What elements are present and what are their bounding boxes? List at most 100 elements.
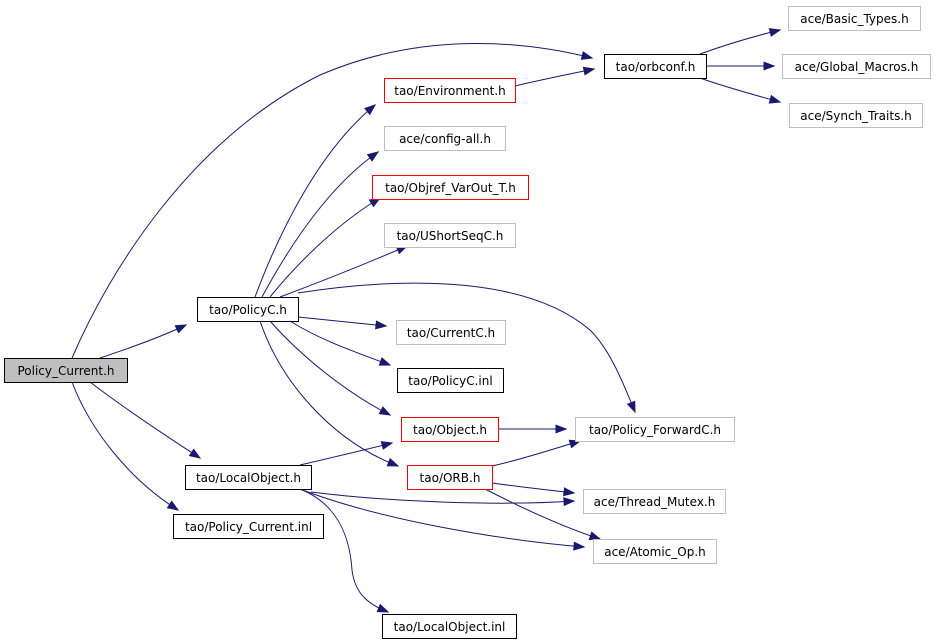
node-tao-object-h[interactable]: tao/Object.h [401,417,499,442]
arrowhead-icon [588,531,602,540]
node-box[interactable] [396,320,506,345]
edge-tao_localobject_h-to-ace_atomic_op_h [299,488,586,551]
arrowhead-icon [580,51,594,60]
node-box[interactable] [384,78,516,103]
edge-line [269,320,391,416]
arrowhead-icon [768,28,782,37]
arrowhead-icon [188,448,202,459]
node-box[interactable] [173,514,324,539]
node-label: tao/Environment.h [394,84,506,98]
node-label: tao/PolicyC.h [209,303,287,317]
arrowhead-icon [366,151,380,162]
edge-policy_current_h-to-tao_localobject_h [89,381,202,459]
node-tao-currentc-h[interactable]: tao/CurrentC.h [396,320,506,345]
node-ace-synch-traits-h[interactable]: ace/Synch_Traits.h [789,103,923,128]
node-box[interactable] [384,223,516,248]
edge-tao_orbconf_h-to-ace_global_macros_h [706,61,776,71]
edge-line [289,320,391,366]
node-tao-ushortseqc-h[interactable]: tao/UShortSeqC.h [384,223,516,248]
edge-line [299,488,585,548]
node-tao-policyc-inl[interactable]: tao/PolicyC.inl [397,368,504,393]
node-label: ace/config-all.h [399,132,491,146]
edge-tao_policyc_h-to-tao_object_h [269,320,392,416]
node-tao-localobject-h[interactable]: tao/LocalObject.h [185,465,312,490]
node-box[interactable] [583,489,726,514]
node-box[interactable] [382,614,517,639]
edge-line [297,282,636,413]
node-box[interactable] [593,539,717,564]
node-box[interactable] [384,126,506,151]
edge-policy_current_h-to-tao_policyc_h [99,324,188,359]
edge-line [299,488,389,613]
arrowhead-icon [376,603,390,613]
arrowhead-icon [555,424,568,434]
node-box[interactable] [782,54,931,79]
node-box[interactable] [397,368,504,393]
node-tao-objref-varout-t-h[interactable]: tao/Objref_VarOut_T.h [372,175,529,200]
node-tao-localobject-inl[interactable]: tao/LocalObject.inl [382,614,517,639]
node-tao-policy-current-inl[interactable]: tao/Policy_Current.inl [173,514,324,539]
edge-line [71,381,179,511]
node-label: ace/Basic_Types.h [800,12,908,26]
node-label: tao/ORB.h [420,471,481,485]
node-box[interactable] [788,6,921,31]
node-label: tao/Policy_ForwardC.h [589,423,721,437]
arrowhead-icon [378,406,392,416]
arrowhead-icon [573,541,586,551]
node-box[interactable] [604,54,707,79]
edge-tao_localobject_h-to-tao_object_h [299,441,394,466]
edge-line [491,440,581,467]
arrowhead-icon [568,439,582,449]
edge-tao_localobject_h-to-ace_thread_mutex_h [310,491,576,507]
node-box[interactable] [789,103,923,128]
node-ace-basic-types-h[interactable]: ace/Basic_Types.h [788,6,921,31]
node-ace-thread-mutex-h[interactable]: ace/Thread_Mutex.h [583,489,726,514]
node-policy-current-h[interactable]: Policy_Current.h [4,358,128,383]
arrowhead-icon [375,320,388,330]
node-ace-config-all-h[interactable]: ace/config-all.h [384,126,506,151]
edge-line [279,245,408,298]
edge-tao_orb_h-to-ace_thread_mutex_h [491,482,576,497]
node-box[interactable] [401,417,499,442]
node-tao-environment-h[interactable]: tao/Environment.h [384,78,516,103]
node-label: tao/Policy_Current.inl [185,520,312,534]
node-label: tao/UShortSeqC.h [397,229,504,243]
edge-tao_object_h-to-tao_policy_forwardc_h [497,424,568,434]
edge-tao_policyc_h-to-tao_policy_forwardc_h [297,282,636,414]
node-tao-orb-h[interactable]: tao/ORB.h [407,465,493,490]
node-label: tao/LocalObject.h [196,471,301,485]
edge-line [89,381,201,459]
nodes-layer: Policy_Current.h tao/PolicyC.h tao/LocalOb… [4,6,931,639]
edge-tao_policyc_h-to-ace_config_all_h [261,151,380,298]
edge-line [699,29,781,55]
arrowhead-icon [166,500,180,511]
node-label: ace/Thread_Mutex.h [594,495,716,509]
edge-line [297,316,387,327]
node-box[interactable] [197,297,299,322]
node-box[interactable] [4,358,128,383]
node-label: tao/orbconf.h [616,60,696,74]
node-box[interactable] [372,175,529,200]
edge-tao_policyc_h-to-tao_orb_h [259,320,400,467]
edge-line [99,324,187,359]
node-label: tao/PolicyC.inl [408,374,492,388]
node-label: Policy_Current.h [17,364,114,378]
node-box[interactable] [407,465,493,490]
node-tao-policy-forwardc-h[interactable]: tao/Policy_ForwardC.h [575,417,735,442]
node-ace-global-macros-h[interactable]: ace/Global_Macros.h [782,54,931,79]
node-box[interactable] [575,417,735,442]
node-ace-atomic-op-h[interactable]: ace/Atomic_Op.h [593,539,717,564]
edge-line [514,68,595,87]
edge-line [259,320,399,467]
edge-line [254,104,376,298]
arrowhead-icon [380,441,394,450]
node-box[interactable] [185,465,312,490]
node-label: tao/LocalObject.inl [394,620,506,634]
arrowhead-icon [626,400,636,414]
edge-tao_policyc_h-to-tao_currentc_h [297,316,388,330]
arrowhead-icon [364,104,377,116]
node-tao-orbconf-h[interactable]: tao/orbconf.h [604,54,707,79]
node-tao-policyc-h[interactable]: tao/PolicyC.h [197,297,299,322]
edge-tao_orb_h-to-ace_atomic_op_h [484,488,602,540]
